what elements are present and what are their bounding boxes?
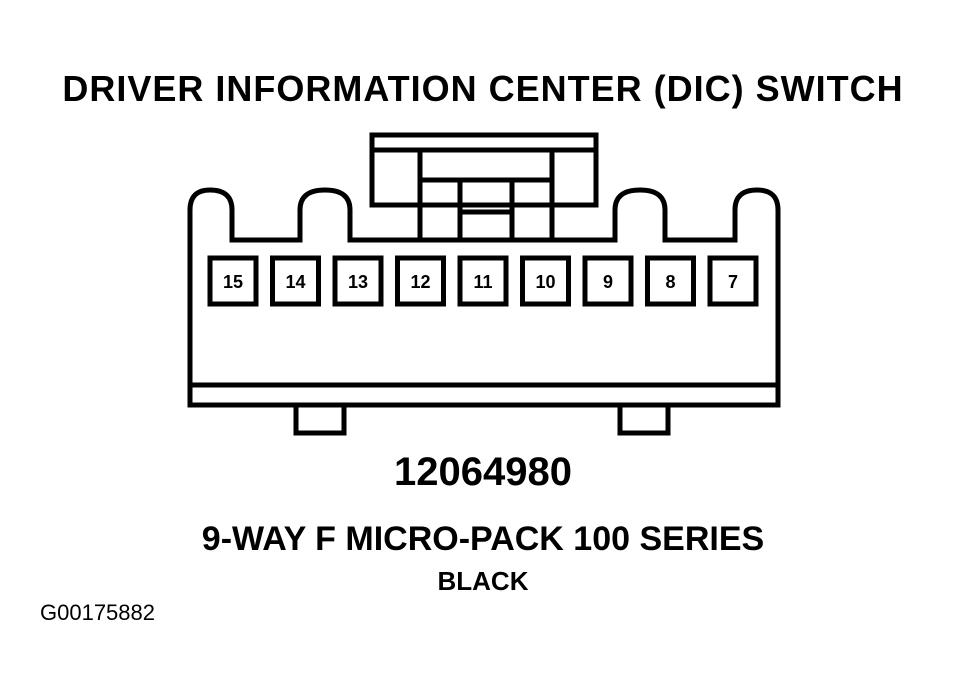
latch-frame	[369, 132, 599, 208]
pin-cavity-14	[270, 255, 321, 307]
connector-color: BLACK	[437, 566, 529, 596]
pin-label-12: 12	[410, 272, 430, 292]
pin-label-15: 15	[223, 272, 243, 292]
pin-label-8: 8	[665, 272, 675, 292]
connector-body	[187, 187, 781, 408]
pin-cavity-7	[707, 255, 759, 307]
pin-cavity-15	[207, 255, 259, 307]
pin-cavity-10	[520, 255, 571, 307]
pin-cavity-11	[457, 255, 509, 307]
connector-description: 9-WAY F MICRO-PACK 100 SERIES	[201, 520, 765, 558]
diagram-title: DRIVER INFORMATION CENTER (DIC) SWITCH	[62, 68, 904, 109]
pin-label-7: 7	[728, 272, 738, 292]
pin-label-9: 9	[603, 272, 613, 292]
pin-label-11: 11	[473, 272, 492, 292]
pin-label-14: 14	[285, 272, 305, 292]
lock-tab-right	[617, 402, 671, 436]
pin-cavity-12	[395, 255, 446, 307]
pin-row: 15 14 13 12 11 10 9 8 7	[207, 255, 759, 307]
pin-cavity-8	[645, 255, 696, 307]
figure-id: G00175882	[40, 600, 155, 625]
lock-tab-left	[293, 402, 347, 436]
part-number: 12064980	[394, 450, 572, 494]
pin-cavity-9	[582, 255, 634, 307]
pin-label-13: 13	[348, 272, 368, 292]
pin-label-10: 10	[535, 272, 555, 292]
pin-cavity-13	[332, 255, 384, 307]
